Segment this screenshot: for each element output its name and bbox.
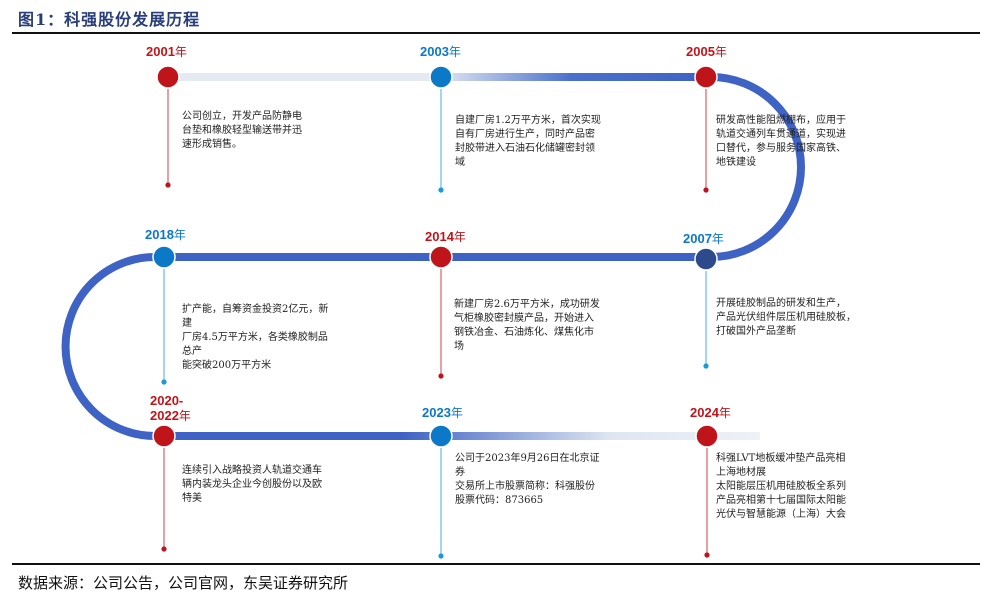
- milestone-year: 2018年: [145, 227, 186, 242]
- milestone-stem-end: [161, 546, 167, 552]
- milestone-description: 研发高性能阻燃棚布，应用于 轨道交通列车贯通道，实现进 口替代，参与服务国家高铁…: [716, 115, 846, 168]
- milestone-year: 2001年: [146, 44, 187, 59]
- track-right-curve: [706, 73, 805, 261]
- milestone-year: 2007年: [683, 231, 724, 246]
- milestone-node: [694, 247, 718, 271]
- milestone-node: [152, 424, 176, 448]
- milestone-node: [152, 245, 176, 269]
- milestone-stem-end: [703, 187, 709, 193]
- milestone-node: [429, 245, 453, 269]
- milestone-node: [429, 65, 453, 89]
- milestone-description: 公司于2023年9月26日在北京证券 交易所上市股票简称：科强股份 股票代码：8…: [455, 453, 600, 506]
- milestone-description: 开展硅胶制品的研发和生产， 产品光伏组件层压机用硅胶板， 打破国外产品垄断: [716, 298, 856, 337]
- milestone-year: 2024年: [690, 405, 731, 420]
- milestone-description: 连续引入战略投资人轨道交通车 辆内装龙头企业今创股份以及欧 特美: [182, 465, 322, 504]
- milestone-node: [695, 424, 719, 448]
- figure-title: 图1：科强股份发展历程: [18, 10, 201, 29]
- milestone-stem-end: [161, 379, 167, 385]
- milestone-stem-end: [703, 363, 709, 369]
- milestone-description: 科强LVT地板缓冲垫产品亮相 上海地材展 太阳能层压机用硅胶板全系列 产品亮相第…: [716, 453, 846, 520]
- milestone-stem-end: [165, 182, 171, 188]
- milestone-stem-end: [438, 373, 444, 379]
- milestone-description: 公司创立，开发产品防静电 台垫和橡胶轻型输送带并迅 速形成销售。: [182, 111, 302, 150]
- milestone-node: [156, 65, 180, 89]
- milestone-description: 自建厂房1.2万平方米，首次实现 自有厂房进行生产，同时产品密 封胶带进入石油石…: [455, 115, 601, 168]
- milestone-node: [694, 65, 718, 89]
- milestone-year: 2003年: [420, 44, 461, 59]
- milestone-description: 新建厂房2.6万平方米，成功研发 气柜橡胶密封膜产品，开始进入 钢铁冶金、石油炼…: [454, 299, 600, 352]
- milestone-stem-end: [704, 552, 710, 558]
- milestone-year: 2023年: [422, 405, 463, 420]
- source-note: 数据来源：公司公告，公司官网，东吴证券研究所: [18, 574, 349, 592]
- milestone-node: [429, 424, 453, 448]
- top-rule: [12, 32, 980, 34]
- track-left-curve: [61, 253, 164, 440]
- milestone-stem-end: [438, 187, 444, 193]
- bottom-rule: [12, 563, 980, 565]
- milestone-description: 扩产能，自筹资金投资2亿元，新建 厂房4.5万平方米，各类橡胶制品总产 能突破2…: [182, 304, 329, 371]
- milestone-year: 2014年: [425, 229, 466, 244]
- milestone-year: 2020-2022年: [150, 393, 191, 423]
- milestone-stem-end: [438, 553, 444, 559]
- milestone-year: 2005年: [686, 44, 727, 59]
